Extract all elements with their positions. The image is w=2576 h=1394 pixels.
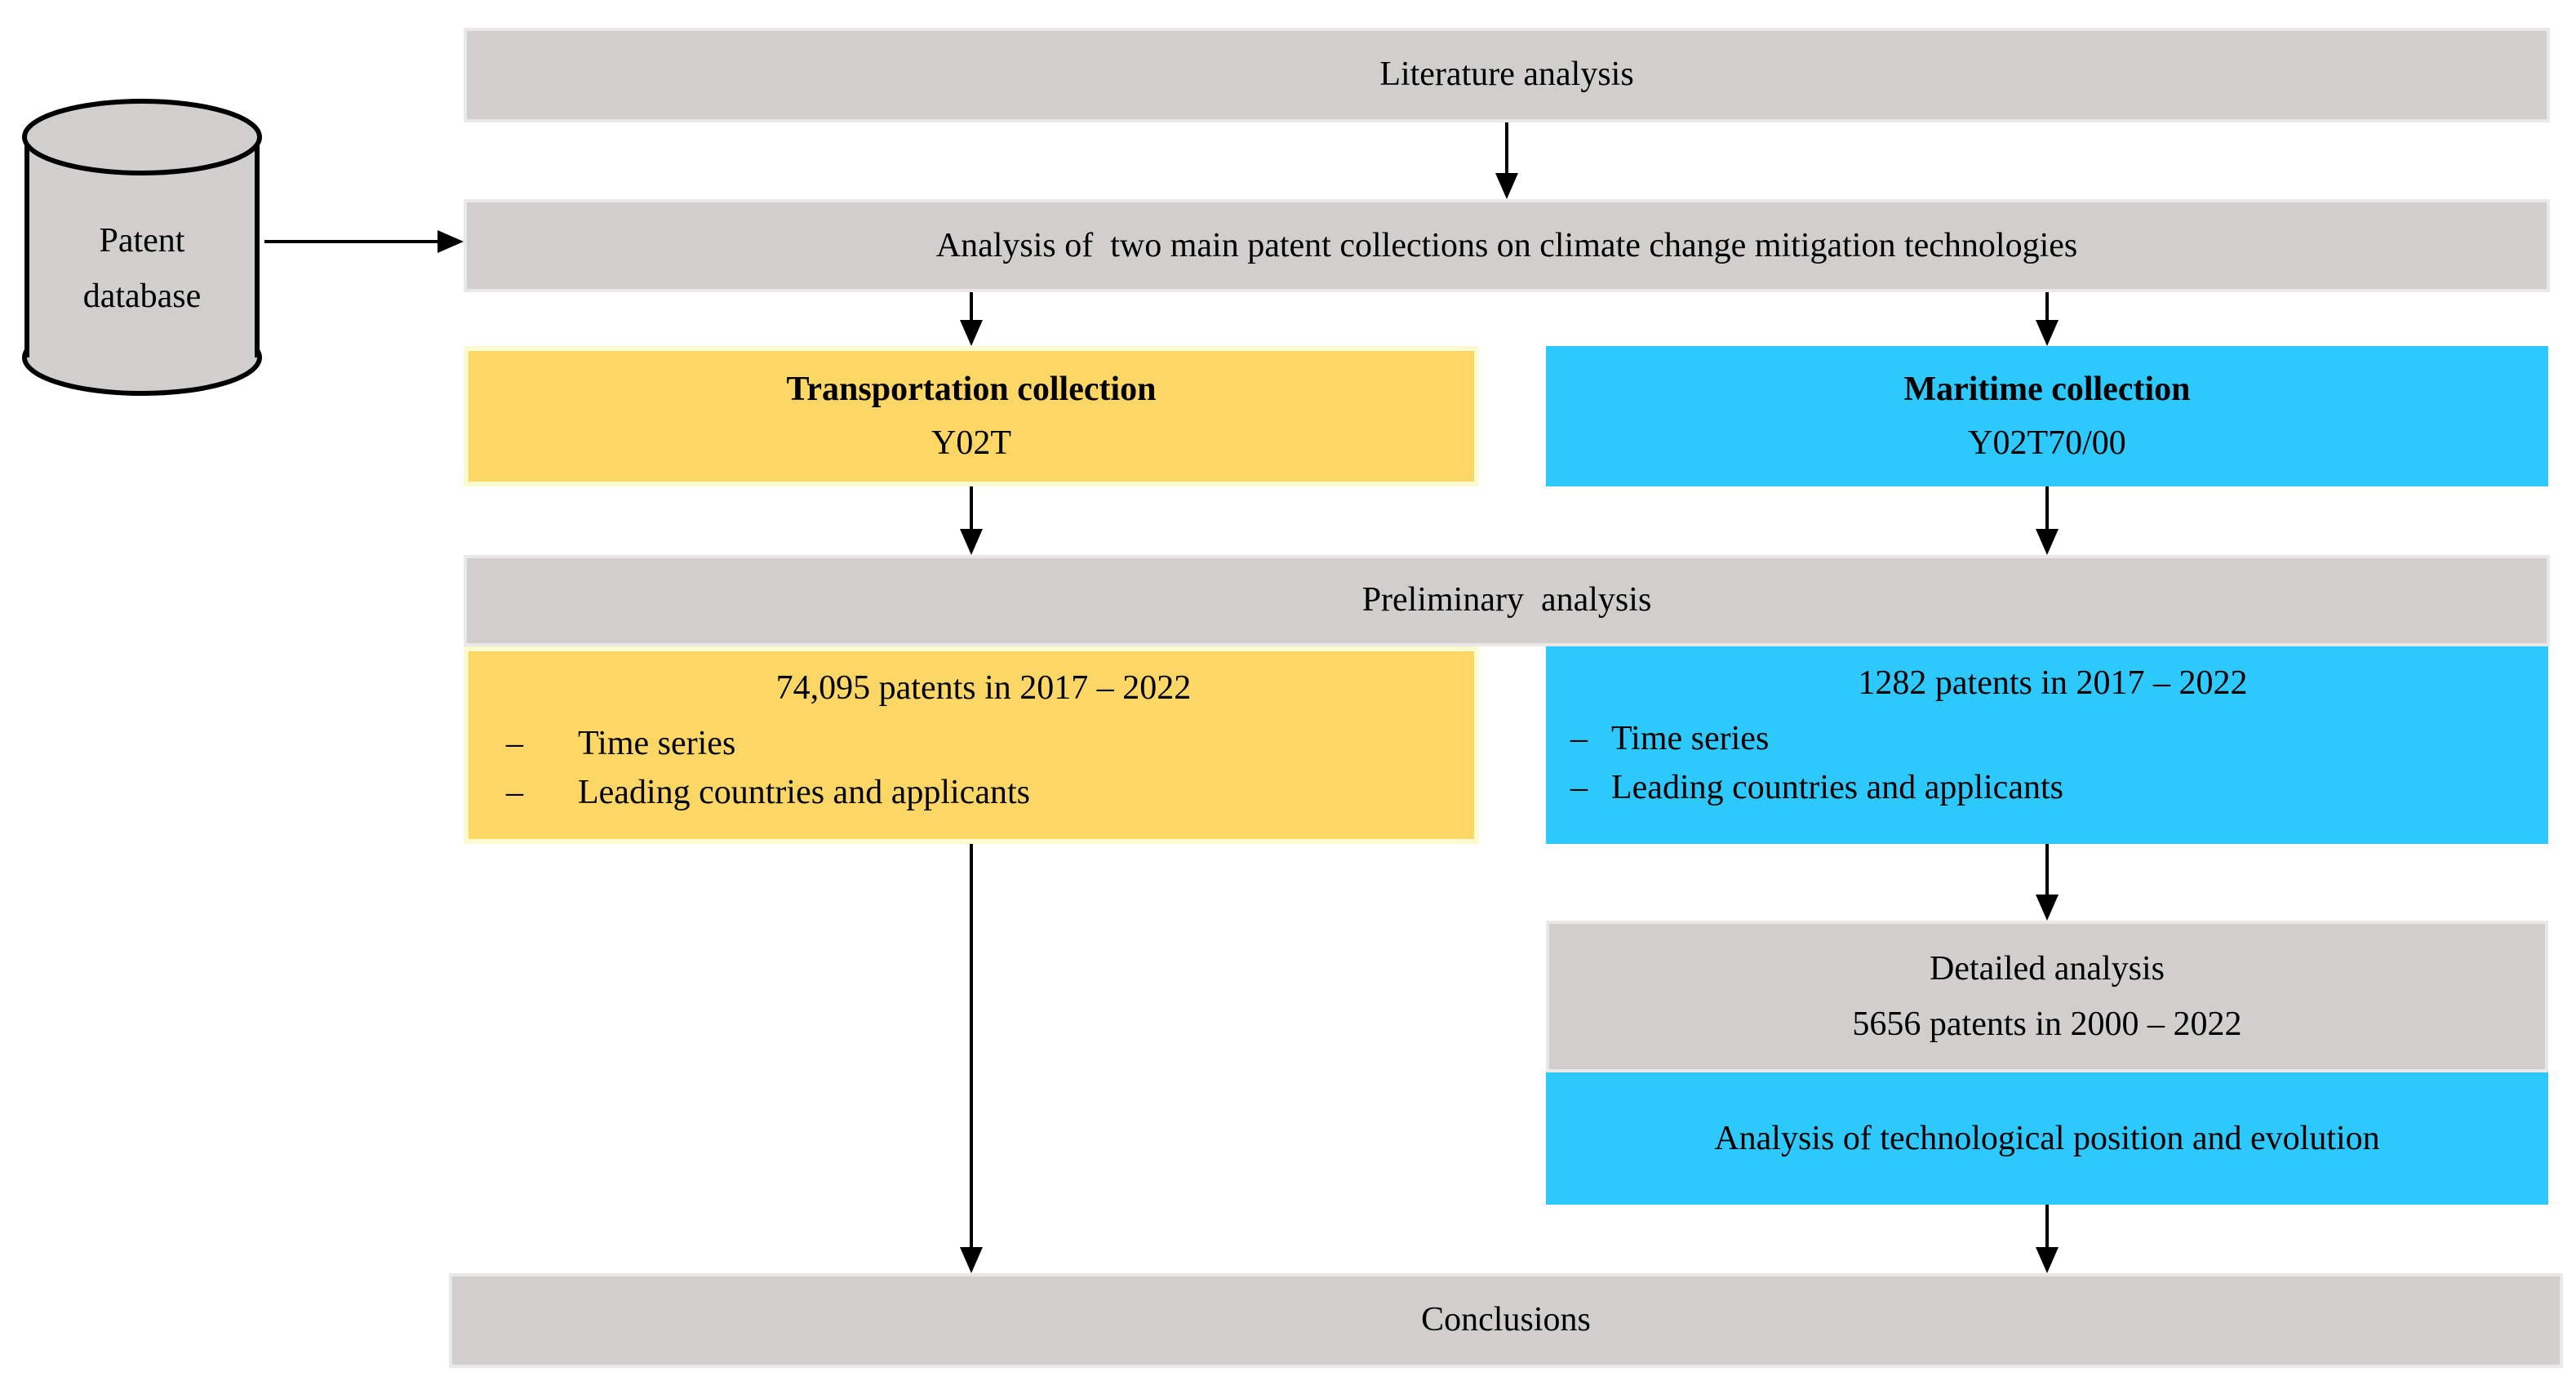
node-detailed-analysis: Detailed analysis 5656 patents in 2000 –…: [1546, 921, 2548, 1072]
node-preliminary-analysis: Preliminary analysis: [464, 555, 2550, 646]
maritime-details-item: – Leading countries and applicants: [1570, 765, 2535, 810]
preliminary-analysis-label: Preliminary analysis: [1361, 579, 1652, 619]
detailed-analysis-count: 5656 patents in 2000 – 2022: [1852, 1003, 2242, 1042]
patent-database-label: Patent database: [20, 98, 264, 397]
node-collections-analysis: Analysis of two main patent collections …: [464, 199, 2550, 292]
maritime-collection-code: Y02T70/00: [1968, 422, 2126, 461]
maritime-collection-title: Maritime collection: [1903, 369, 2191, 409]
node-maritime-collection: Maritime collection Y02T70/00: [1546, 346, 2548, 486]
arrow-database-to-collections: [264, 230, 464, 253]
node-transportation-collection: Transportation collection Y02T: [464, 346, 1479, 486]
node-technological-analysis: Analysis of technological position and e…: [1546, 1072, 2548, 1205]
conclusions-label: Conclusions: [1421, 1299, 1591, 1339]
maritime-details-item-label: Time series: [1611, 718, 1770, 758]
transportation-details-item: – Time series: [506, 722, 1461, 767]
patent-database-cylinder: Patent database: [20, 98, 264, 397]
node-transportation-details: 74,095 patents in 2017 – 2022 – Time ser…: [464, 646, 1479, 844]
patent-database-line1: Patent: [99, 220, 185, 260]
node-maritime-details: 1282 patents in 2017 – 2022 – Time serie…: [1546, 646, 2548, 844]
dash-marker: –: [1570, 766, 1588, 806]
node-conclusions: Conclusions: [449, 1273, 2563, 1368]
collections-analysis-label: Analysis of two main patent collections …: [935, 224, 2078, 264]
dash-marker: –: [1570, 718, 1588, 758]
arrow-transportation-to-preliminary: [960, 486, 983, 555]
arrow-maritime-to-preliminary: [2036, 486, 2059, 555]
dash-marker: –: [506, 723, 523, 763]
arrow-literature-to-collections: [1495, 122, 1518, 199]
arrow-collections-to-transportation: [960, 292, 983, 346]
arrow-collections-to-maritime: [2036, 292, 2059, 346]
maritime-details-item-label: Leading countries and applicants: [1611, 766, 2063, 806]
transportation-collection-title: Transportation collection: [786, 369, 1157, 409]
dash-marker: –: [506, 771, 523, 811]
detailed-analysis-title: Detailed analysis: [1929, 948, 2165, 988]
transportation-details-headline: 74,095 patents in 2017 – 2022: [775, 668, 1192, 707]
maritime-details-headline: 1282 patents in 2017 – 2022: [1858, 663, 2248, 702]
transportation-details-item: – Leading countries and applicants: [506, 770, 1461, 815]
technological-analysis-label: Analysis of technological position and e…: [1714, 1117, 2380, 1157]
arrow-maritime-details-to-detailed: [2036, 844, 2059, 921]
transportation-details-item-label: Time series: [578, 723, 736, 763]
maritime-details-item: – Time series: [1570, 717, 2535, 762]
arrow-transportation-details-to-conclusions: [960, 844, 983, 1273]
node-literature-analysis: Literature analysis: [464, 28, 2550, 122]
database-cylinder-icon: [22, 99, 262, 396]
transportation-collection-code: Y02T: [931, 422, 1011, 461]
patent-database-line2: database: [82, 275, 202, 314]
literature-analysis-label: Literature analysis: [1379, 54, 1634, 94]
transportation-details-item-label: Leading countries and applicants: [578, 771, 1030, 811]
arrow-technological-to-conclusions: [2036, 1205, 2059, 1273]
